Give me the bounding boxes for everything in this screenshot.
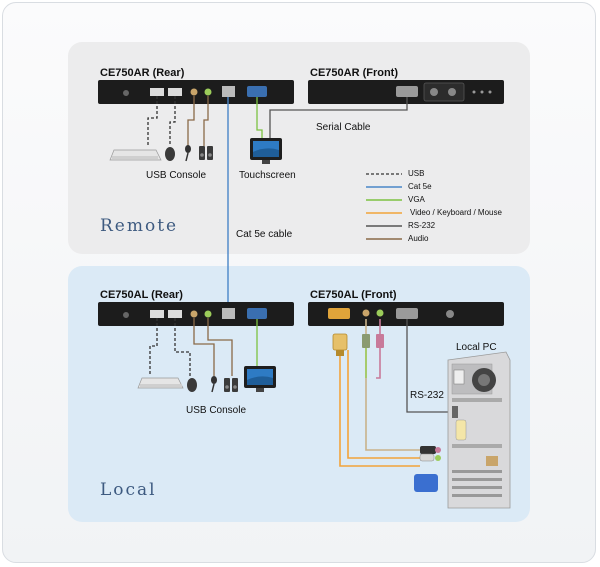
remote-rear-title: CE750AR (Rear) (100, 67, 185, 79)
serial-port-icon (396, 308, 418, 319)
remote-panel (68, 42, 530, 254)
remote-zone-label: Remote (100, 216, 179, 236)
touchscreen-label: Touchscreen (239, 170, 296, 181)
legend-label-audio: Audio (408, 234, 429, 243)
vga-port-icon (247, 86, 267, 97)
legend-label-vga: VGA (408, 195, 425, 204)
pc-side-connectors (414, 446, 441, 492)
local-pc-label: Local PC (456, 342, 497, 353)
local-monitor-icon (244, 366, 276, 392)
usb-console-remote-label: USB Console (146, 170, 207, 181)
local-mouse-icon (187, 378, 197, 392)
ce750al-front-unit (308, 302, 504, 326)
rj45-port-icon (222, 86, 235, 97)
legend-label-cat5e: Cat 5e (408, 182, 432, 191)
local-pc-tower-icon (447, 351, 511, 509)
cat5e-cable-label: Cat 5e cable (236, 229, 293, 240)
remote-keyboard-icon (109, 149, 162, 161)
ce750al-rear-unit (98, 302, 294, 326)
usb-port-icon (168, 310, 182, 318)
audio-port-icon (190, 310, 198, 318)
ce750ar-rear-unit (98, 80, 294, 104)
local-rear-cables (149, 318, 258, 376)
local-rear-title: CE750AL (Rear) (100, 289, 183, 301)
power-jack-icon (123, 90, 129, 96)
kvm-cable-connector-icon (332, 333, 348, 356)
audio-port-icon (204, 88, 212, 96)
button-icon (430, 88, 438, 96)
legend-swatches (366, 173, 402, 240)
legend-label-usb: USB (408, 169, 425, 178)
local-speakers-icon (224, 378, 238, 392)
rj45-port-icon (222, 308, 235, 319)
usb-port-icon (150, 88, 164, 96)
ce750ar-front-unit (308, 80, 504, 104)
rs232-label: RS-232 (410, 390, 444, 401)
remote-front-title: CE750AR (Front) (310, 67, 399, 79)
local-microphone-icon (211, 376, 217, 393)
button-icon (448, 88, 456, 96)
remote-speakers-icon (199, 146, 213, 160)
button-icon (446, 310, 454, 318)
usb-console-local-label: USB Console (186, 405, 247, 416)
audio-port-icon (204, 310, 212, 318)
remote-microphone-icon (185, 145, 191, 162)
audio-port-icon (362, 309, 370, 317)
local-front-title: CE750AL (Front) (310, 289, 397, 301)
kvm-port-icon (328, 308, 350, 319)
legend-label-vkm: Video / Keyboard / Mouse (410, 208, 502, 217)
audio-plug-icon (362, 334, 384, 378)
remote-cables (147, 96, 408, 146)
audio-port-icon (376, 309, 384, 317)
remote-mouse-icon (165, 147, 175, 161)
usb-port-icon (150, 310, 164, 318)
power-jack-icon (123, 312, 129, 318)
local-zone-label: Local (100, 480, 157, 500)
vga-plug-icon (414, 474, 438, 492)
serial-cable-label: Serial Cable (316, 122, 371, 133)
local-keyboard-icon (137, 377, 184, 389)
usb-port-icon (168, 88, 182, 96)
audio-port-icon (190, 88, 198, 96)
serial-port-icon (396, 86, 418, 97)
legend-label-rs232: RS-232 (408, 221, 436, 230)
vga-port-icon (247, 308, 267, 319)
touchscreen-icon (250, 138, 282, 164)
